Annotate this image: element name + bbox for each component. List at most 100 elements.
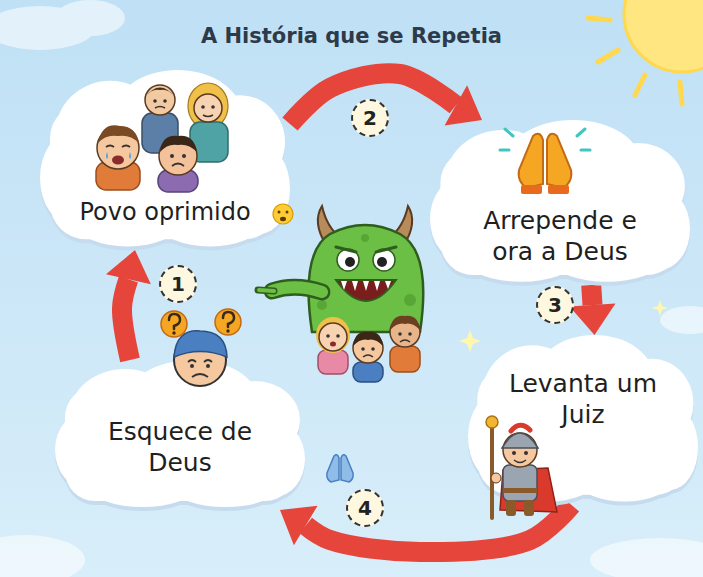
frightened-people xyxy=(353,362,383,382)
oppressed-people xyxy=(112,156,124,165)
cloud-fill xyxy=(50,102,280,239)
judge-warrior xyxy=(486,416,498,428)
callout-number: 2 xyxy=(363,106,377,130)
confused-person xyxy=(192,374,208,377)
diagram-title: A História que se Repetia xyxy=(0,24,703,48)
praying-hands xyxy=(577,129,585,136)
judge-warrior xyxy=(503,465,537,501)
confused-person xyxy=(215,309,241,335)
judge-warrior xyxy=(514,460,526,463)
frightened-people xyxy=(330,342,336,347)
sad-emoji xyxy=(278,211,281,214)
sun xyxy=(635,75,645,95)
praying-hands xyxy=(500,149,509,152)
oppressed-people xyxy=(145,85,175,115)
cloud-fill xyxy=(55,360,305,507)
cloud-shadow xyxy=(113,74,243,168)
oppressed-people xyxy=(160,136,197,152)
frightened-people xyxy=(363,355,373,357)
oppressor-monster xyxy=(404,294,416,306)
cloud-node: Levanta um Juiz xyxy=(468,335,698,505)
cloud-shadow xyxy=(430,124,690,286)
node-label: Povo oprimido xyxy=(65,197,265,227)
frightened-people xyxy=(326,334,330,338)
oppressed-people xyxy=(182,154,186,158)
cloud-shadow xyxy=(55,364,305,511)
sad-emoji xyxy=(273,204,293,224)
cloud-node: Arrepende e ora a Deus xyxy=(430,120,690,285)
cycle-arrow xyxy=(106,250,151,360)
cycle-arrow xyxy=(570,285,616,335)
cloud-fill xyxy=(65,387,295,501)
sad-emoji xyxy=(273,204,293,224)
cloud-shadow xyxy=(505,124,640,210)
node-label: Arrepende e ora a Deus xyxy=(465,205,655,268)
oppressed-people xyxy=(194,94,222,122)
cloud-shadow xyxy=(175,475,275,511)
arrow-head xyxy=(106,250,151,284)
praying-hands xyxy=(581,149,590,152)
confused-person xyxy=(169,314,180,329)
cloud-fill xyxy=(195,95,285,189)
oppressor-monster xyxy=(309,225,424,332)
faint-cloud xyxy=(55,0,125,36)
oppressed-people xyxy=(106,152,108,159)
praying-hands xyxy=(548,185,569,194)
arrow-head xyxy=(570,304,616,335)
arrow-head xyxy=(445,85,482,125)
cloud-shadow xyxy=(40,74,290,250)
judge-warrior xyxy=(503,488,537,493)
cloud-shadow xyxy=(503,465,595,506)
cloud-fill xyxy=(477,366,689,495)
cloud-shadow xyxy=(65,391,295,505)
oppressor-monster xyxy=(377,257,387,267)
oppressor-monster xyxy=(336,247,396,252)
cloud-shadow xyxy=(468,397,528,485)
judge-warrior xyxy=(524,500,534,516)
faint-cloud xyxy=(590,538,703,577)
frightened-people xyxy=(390,346,420,372)
callout-circle: 3 xyxy=(536,286,574,324)
arrow-body xyxy=(122,279,130,360)
praying-hands xyxy=(505,129,513,136)
oppressor-monster xyxy=(258,206,423,332)
confused-person xyxy=(172,331,175,334)
sun xyxy=(588,0,703,104)
cloud-fill xyxy=(505,120,640,206)
oppressor-monster xyxy=(259,290,274,291)
confused-person xyxy=(206,364,210,368)
judge-warrior xyxy=(502,433,538,448)
oppressed-people xyxy=(129,152,131,159)
faint-cloud xyxy=(660,306,703,334)
frightened-people xyxy=(398,332,402,336)
frightened-people xyxy=(336,334,340,338)
oppressor-monster xyxy=(345,257,355,267)
node-text-wrap: Povo oprimido xyxy=(40,197,290,227)
oppressed-people xyxy=(155,107,165,109)
judge-warrior xyxy=(511,425,530,431)
oppressor-monster xyxy=(341,281,391,291)
frightened-people xyxy=(361,347,365,351)
oppressed-people xyxy=(203,115,213,117)
oppressed-people xyxy=(98,125,139,143)
cloud-shadow xyxy=(578,465,670,506)
cloud-shadow xyxy=(643,409,698,494)
callout-circle: 4 xyxy=(346,489,384,527)
cloud-shadow xyxy=(245,426,305,501)
cloud-node: Esquece de Deus xyxy=(55,360,305,510)
cloud-fill xyxy=(503,461,595,502)
judge-warrior xyxy=(506,500,516,516)
praying-hands xyxy=(327,455,353,482)
frightened-people xyxy=(371,347,375,351)
oppressor-monster xyxy=(258,290,274,291)
cloud-shadow xyxy=(482,349,583,451)
sun xyxy=(680,82,682,104)
sparkle xyxy=(459,330,481,352)
callout-number: 1 xyxy=(171,272,185,296)
frightened-people xyxy=(319,323,347,351)
judge-warrior xyxy=(512,451,516,455)
arrow-head xyxy=(280,506,318,545)
cloud-shadow xyxy=(440,154,679,279)
